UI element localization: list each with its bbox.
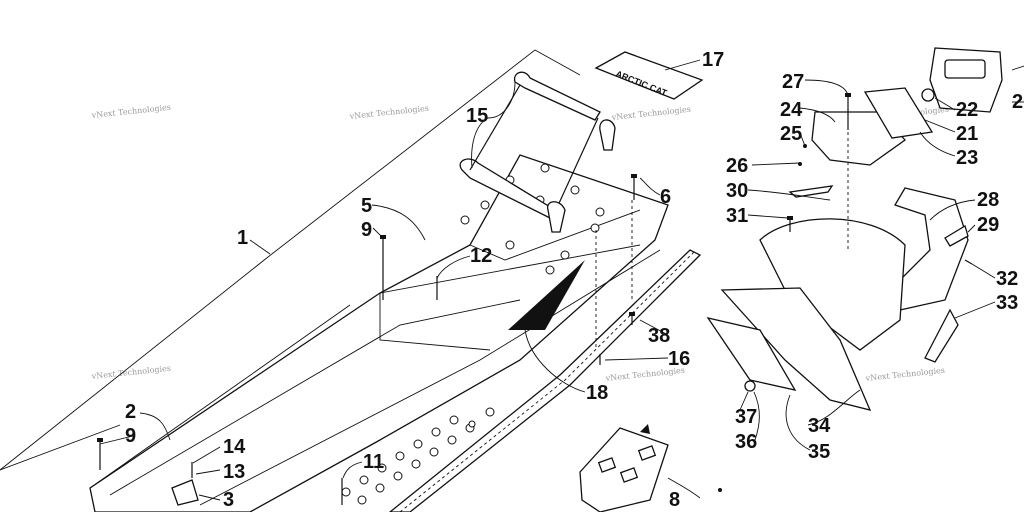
callout-3: 3: [223, 489, 234, 511]
callout-22: 22: [956, 99, 978, 121]
callout-16: 16: [668, 348, 690, 370]
callout-34: 34: [808, 415, 831, 437]
callout-36: 36: [735, 431, 757, 453]
callout-21: 21: [956, 123, 978, 145]
watermark: vNext Technologies: [864, 366, 945, 383]
watermark: vNext Technologies: [90, 103, 171, 120]
callout-24: 24: [780, 99, 803, 121]
tunnel-outline: [0, 49, 581, 471]
callout-18: 18: [586, 382, 608, 404]
dark-cutout: [508, 260, 585, 330]
callout-15: 15: [466, 105, 488, 127]
callout-2: 2: [125, 401, 136, 423]
callout-9: 9: [361, 219, 372, 241]
callout-30: 30: [726, 180, 748, 202]
callout-8: 8: [669, 489, 680, 511]
callout-9b: 9: [125, 425, 136, 447]
watermark: vNext Technologies: [610, 105, 691, 122]
rail-holes: [341, 407, 495, 505]
deck-holes: [460, 163, 605, 275]
callout-33: 33: [996, 292, 1018, 314]
decal-17: ARCTIC CAT: [594, 51, 704, 100]
watermark: vNext Technologies: [348, 104, 429, 121]
callout-37: 37: [735, 406, 757, 428]
rear-bumper-assembly: [171, 47, 1003, 512]
callout-35: 35: [808, 441, 830, 463]
callout-14: 14: [223, 436, 246, 458]
callout-11: 11: [363, 451, 384, 473]
callout-29: 29: [977, 214, 999, 236]
callout-6: 6: [660, 186, 671, 208]
callout-28: 28: [977, 189, 999, 211]
callout-25: 25: [780, 123, 802, 145]
callout-20: 20: [1012, 91, 1024, 113]
callout-numbers: 1 2 3 5 6 8 9 9 11 12 13 14 15 16 17 18 …: [125, 49, 1024, 511]
callout-23: 23: [956, 147, 978, 169]
callout-5: 5: [361, 195, 372, 217]
callout-26: 26: [726, 155, 748, 177]
callout-38: 38: [648, 325, 670, 347]
callout-13: 13: [223, 461, 245, 483]
callout-27: 27: [782, 71, 804, 93]
callout-1: 1: [237, 227, 248, 249]
fasteners: [97, 93, 973, 505]
callout-31: 31: [726, 205, 748, 227]
callout-17: 17: [702, 49, 724, 71]
leader-lines: [99, 59, 1024, 501]
callout-12: 12: [470, 245, 492, 267]
tunnel-body: [89, 154, 702, 512]
callout-32: 32: [996, 268, 1018, 290]
